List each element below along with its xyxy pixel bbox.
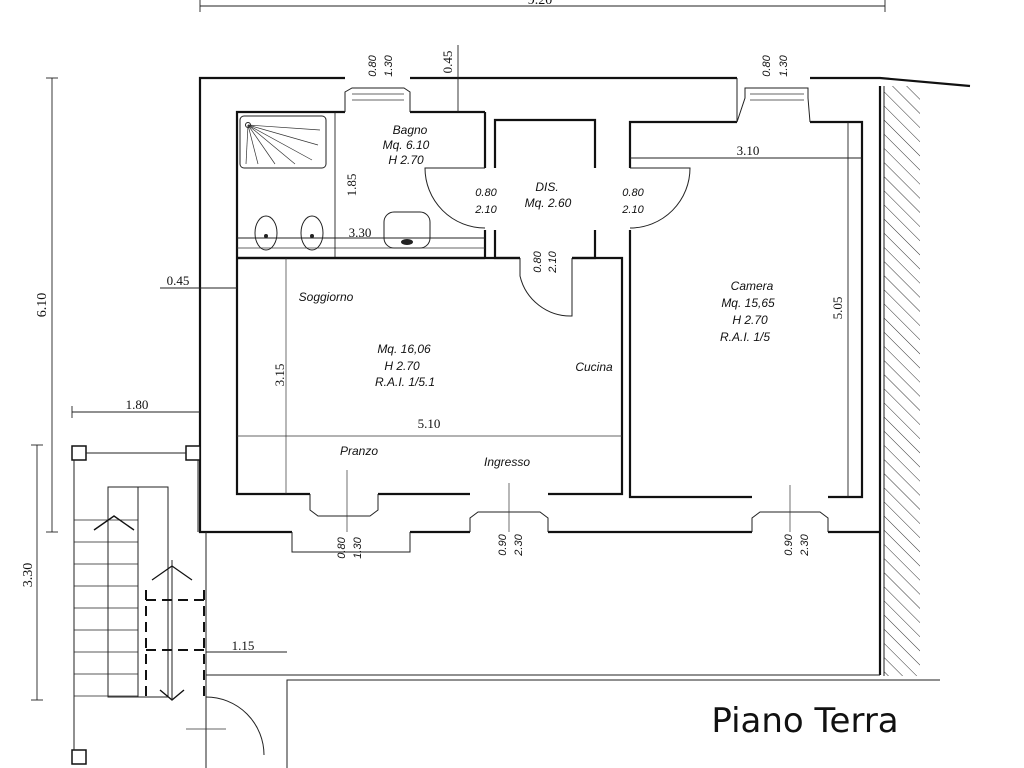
left-height-dimension: 6.10 bbox=[35, 77, 58, 533]
dis-room: DIS. Mq. 2.60 0.80 2.10 bbox=[493, 118, 597, 317]
plan-title: Piano Terra bbox=[711, 701, 898, 741]
left-height-label: 6.10 bbox=[35, 293, 50, 318]
ingresso-name: Ingresso bbox=[484, 455, 530, 469]
soggiorno-height-dim: 3.15 bbox=[272, 364, 287, 387]
bagno-name: Bagno bbox=[393, 123, 428, 137]
camera-area: Mq. 15,65 bbox=[721, 296, 775, 310]
camera-name: Camera bbox=[731, 279, 774, 293]
lower-left-dimension: 3.30 bbox=[21, 444, 43, 701]
dis-name: DIS. bbox=[535, 180, 558, 194]
staircase bbox=[71, 445, 265, 765]
hatched-wall bbox=[884, 86, 920, 676]
camera-door-w: 0.90 bbox=[783, 533, 795, 555]
soggiorno-rai: R.A.I. 1/5.1 bbox=[375, 375, 435, 389]
bagno-window-w: 0.80 bbox=[367, 54, 379, 76]
camera-room: 0.80 1.30 0.80 2.10 3.10 5.05 Camera Mq.… bbox=[621, 54, 864, 557]
soggiorno-area: Mq. 16,06 bbox=[377, 342, 431, 356]
cucina-name: Cucina bbox=[575, 360, 613, 374]
soggiorno-width-dim: 5.10 bbox=[418, 416, 441, 431]
soggiorno-height: H 2.70 bbox=[384, 359, 420, 373]
bagno-height-dim: 1.85 bbox=[344, 174, 359, 197]
door-bagno-h: 2.10 bbox=[474, 204, 497, 216]
bagno-height: H 2.70 bbox=[388, 153, 424, 167]
ingresso-door-w: 0.90 bbox=[497, 533, 509, 555]
landing-width-label: 1.15 bbox=[232, 638, 255, 653]
door-camera-w: 0.80 bbox=[622, 187, 644, 199]
bagno-width-dim: 3.30 bbox=[349, 225, 372, 240]
door-camera-h: 2.10 bbox=[621, 204, 644, 216]
bagno-window-h: 1.30 bbox=[383, 54, 395, 76]
stair-width-label: 1.80 bbox=[126, 397, 149, 412]
lower-left-label: 3.30 bbox=[21, 563, 36, 588]
pranzo-name: Pranzo bbox=[340, 444, 378, 458]
camera-height: H 2.70 bbox=[732, 313, 768, 327]
camera-rai: R.A.I. 1/5 bbox=[720, 330, 770, 344]
door-soggiorno-h: 2.10 bbox=[547, 250, 559, 273]
camera-height-dim: 5.05 bbox=[830, 297, 845, 320]
camera-door-h: 2.30 bbox=[799, 533, 811, 556]
pranzo-window-h: 1.30 bbox=[352, 536, 364, 558]
ingresso-door-h: 2.30 bbox=[513, 533, 525, 556]
pranzo-window-w: 0.80 bbox=[336, 536, 348, 558]
wall-045-left-label: 0.45 bbox=[167, 273, 190, 288]
top-total-label: 9.20 bbox=[528, 0, 553, 8]
wall-045-top-label: 0.45 bbox=[440, 51, 455, 74]
camera-width-dim: 3.10 bbox=[737, 143, 760, 158]
camera-window-h: 1.30 bbox=[778, 54, 790, 76]
door-soggiorno-w: 0.80 bbox=[532, 250, 544, 272]
bagno-area: Mq. 6.10 bbox=[383, 138, 430, 152]
door-bagno-w: 0.80 bbox=[475, 187, 497, 199]
camera-window-w: 0.80 bbox=[761, 54, 773, 76]
top-total-dimension: 9.20 bbox=[199, 0, 886, 12]
soggiorno-room: 0.45 3.15 5.10 Soggiorno Mq. 16,06 H 2.7… bbox=[160, 256, 624, 559]
outer-walls bbox=[198, 76, 971, 675]
soggiorno-name: Soggiorno bbox=[299, 290, 354, 304]
dis-area: Mq. 2.60 bbox=[525, 196, 572, 210]
